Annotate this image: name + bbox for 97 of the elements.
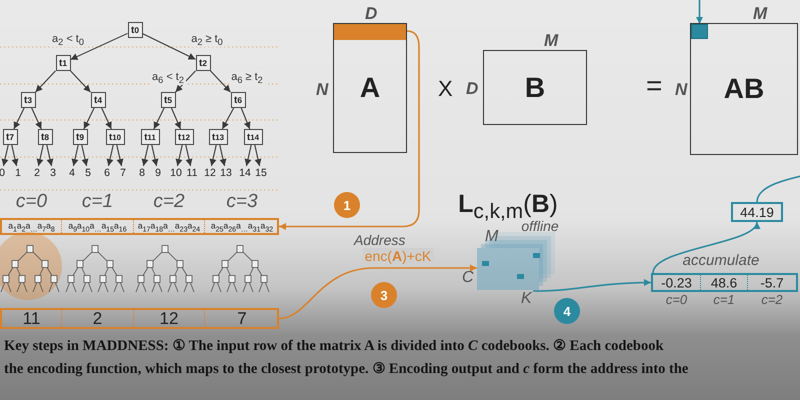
dimension-label: c=2 [760, 292, 784, 307]
leaf-index: 5 [81, 166, 95, 179]
arrow [219, 144, 226, 166]
arrow [533, 279, 652, 292]
arrow [81, 144, 88, 166]
arrow [116, 144, 124, 166]
dimension-label: c=2 [152, 191, 186, 213]
code-index-cell: 11 [2, 310, 62, 327]
cell-text: 48.6 [710, 275, 738, 290]
dimension-label: c=3 [225, 191, 259, 213]
cell-text: -0.23 [660, 275, 693, 290]
edge-label: a$_{2}$ < t$_{0}$ [50, 32, 86, 48]
arrow [153, 108, 165, 130]
leaf-index: 2 [30, 166, 44, 179]
arrow [170, 108, 182, 130]
caption-line: the encoding function, which maps to the closest prototype. ③ Encoding output and c form the address into the [4, 360, 688, 378]
arrow [36, 144, 44, 166]
arrow [176, 144, 183, 166]
matrix-label: B [524, 72, 546, 104]
cell-text: a$_{9}$a$_{10}$a$_{…}$a$_{15}$a$_{16}$ [67, 220, 128, 233]
arrow [46, 144, 54, 166]
edge-label: enc(A)+cK [362, 248, 434, 264]
arrow [652, 222, 758, 274]
arrow [106, 144, 114, 166]
matrix-label: AB [722, 73, 766, 105]
edge-label: a$_{6}$ ≥ t$_{2}$ [229, 70, 265, 86]
arrow [185, 144, 192, 166]
arrow [244, 144, 252, 166]
arrow [151, 144, 158, 166]
arrow [83, 108, 95, 130]
step-number: 3 [371, 282, 397, 308]
dimension-label: N [675, 80, 688, 100]
leaf-index: 3 [46, 166, 60, 179]
caption-line: Key steps in MADDNESS: ① The input row of the matrix A is divided into C codebooks. ② Each codebook [4, 337, 664, 355]
arrow [35, 70, 56, 92]
arrow [13, 108, 25, 130]
result-value-box: 44.19 [731, 202, 783, 222]
leaf-index: 12 [203, 166, 217, 179]
cell-text: a$_{25}$a$_{26}$a$_{…}$a$_{31}$a$_{32}$ [210, 220, 274, 233]
dimension-label: N [316, 80, 328, 100]
arrow [101, 108, 112, 130]
leaf-index: 15 [254, 166, 268, 179]
arrow [70, 32, 128, 60]
leaf-index: 10 [169, 166, 183, 179]
step-number: 1 [334, 192, 360, 218]
arrow [31, 108, 42, 130]
dimension-label: K [521, 290, 532, 308]
arrow [210, 144, 217, 166]
cell-text: -5.7 [759, 275, 785, 290]
arrow [222, 108, 234, 130]
arrow [142, 33, 196, 60]
leaf-index: 7 [116, 166, 130, 179]
row-heading: accumulate [682, 252, 760, 269]
operator-sign: X [438, 76, 453, 102]
dimension-label: C [462, 269, 474, 287]
arrow [240, 108, 250, 130]
code-index-cell: 2 [62, 310, 134, 327]
cell-text: a$_{1}$a$_{2}$a$_{…}$a$_{7}$a$_{8}$ [7, 220, 56, 233]
arrow [142, 144, 149, 166]
arrow [72, 144, 79, 166]
dimension-label: D [365, 4, 378, 24]
leaf-index: 6 [100, 166, 114, 179]
arrow [11, 144, 18, 166]
dimension-label: c=1 [712, 292, 736, 307]
leaf-index: 8 [135, 166, 149, 179]
table-note: offline [521, 218, 560, 234]
arrow [175, 70, 196, 92]
edge-label: a$_{2}$ ≥ t$_{0}$ [189, 32, 225, 48]
arrow [696, 0, 800, 202]
dimension-label: M [485, 228, 498, 246]
matrix-label: A [358, 72, 382, 104]
code-index-cell: 12 [134, 310, 205, 327]
code-index-cell: 7 [205, 310, 279, 327]
edge-label: a$_{6}$ < t$_{2}$ [150, 70, 186, 86]
arrow [210, 70, 231, 92]
leaf-index: 1 [11, 166, 25, 179]
leaf-index: 9 [151, 166, 165, 179]
leaf-index: 4 [65, 166, 79, 179]
leaf-index: 13 [219, 166, 233, 179]
address-label: Address [354, 232, 406, 248]
dimension-label: D [466, 79, 478, 99]
arrow [70, 70, 91, 92]
arrow [2, 144, 9, 166]
highlighted-cell [691, 24, 708, 39]
dimension-label: M [544, 31, 558, 51]
leaf-index: 11 [185, 166, 199, 179]
operator-sign: = [646, 70, 662, 102]
dimension-label: c=1 [80, 191, 114, 213]
dimension-label: c=0 [664, 292, 688, 307]
dimension-label: M [753, 4, 768, 24]
encoding-output-row [0, 308, 279, 329]
leaf-index: 14 [238, 166, 252, 179]
dimension-label: c=0 [14, 191, 48, 213]
arrow [254, 144, 262, 166]
cell-text: a$_{17}$a$_{18}$a$_{…}$a$_{23}$a$_{24}$ [136, 220, 202, 233]
arrow [278, 264, 477, 320]
step-number: 4 [554, 298, 580, 324]
